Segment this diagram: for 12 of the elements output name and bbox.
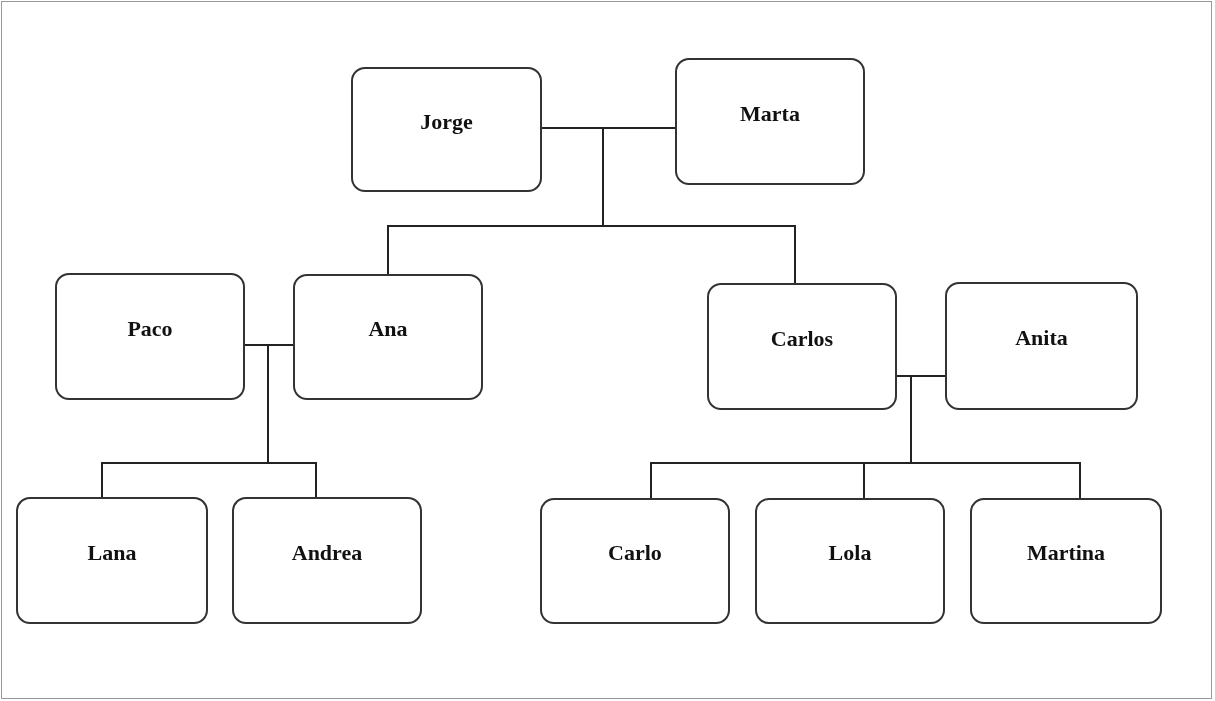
person-box: Paco — [55, 273, 245, 400]
person-box: Martina — [970, 498, 1162, 624]
person-box: Carlos — [707, 283, 897, 410]
person-box: Carlo — [540, 498, 730, 624]
person-box: Anita — [945, 282, 1138, 410]
person-box: Marta — [675, 58, 865, 185]
person-box: Jorge — [351, 67, 542, 192]
person-box: Lola — [755, 498, 945, 624]
person-box: Ana — [293, 274, 483, 400]
person-box: Lana — [16, 497, 208, 624]
person-box: Andrea — [232, 497, 422, 624]
family-line — [267, 344, 317, 498]
